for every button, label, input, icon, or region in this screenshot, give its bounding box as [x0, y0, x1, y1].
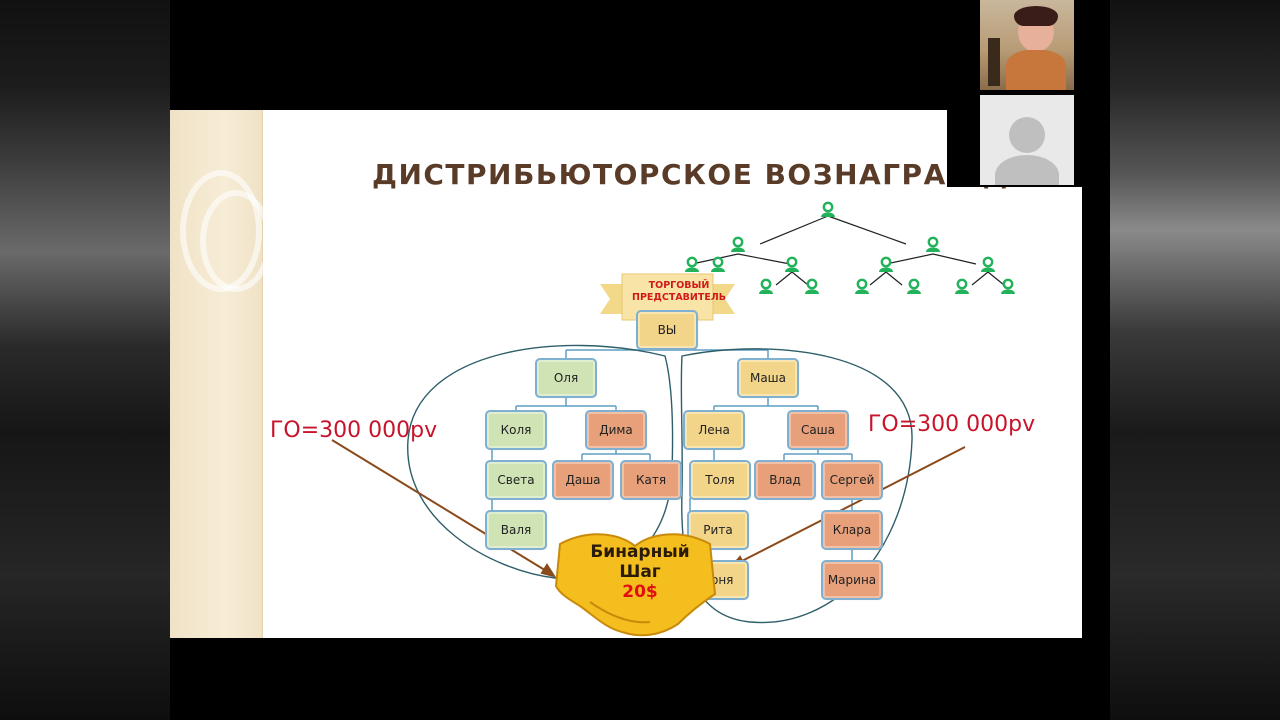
- webcam-thumbnail-speaker[interactable]: [947, 0, 1082, 92]
- background-figure: [988, 38, 1000, 86]
- person-icon: [729, 236, 747, 254]
- person-icon: [757, 278, 775, 296]
- avatar-placeholder-icon: [980, 95, 1074, 185]
- person-icon: [819, 201, 837, 219]
- person-icon: [979, 256, 997, 274]
- org-node: Лена: [683, 410, 745, 450]
- org-node: Толя: [689, 460, 751, 500]
- group-volume-right: ГО=300 000pv: [868, 412, 1036, 437]
- speaker-hair: [1014, 6, 1058, 26]
- speaker-video: [980, 0, 1074, 90]
- person-icon: [924, 236, 942, 254]
- org-node: Валя: [485, 510, 547, 550]
- top-tree-lines: [691, 215, 1005, 286]
- org-node: Клара: [821, 510, 883, 550]
- binary-step-label: Бинарный Шаг 20$: [580, 542, 700, 602]
- org-node: Маша: [737, 358, 799, 398]
- org-node: Света: [485, 460, 547, 500]
- org-node: Марина: [821, 560, 883, 600]
- person-icon: [853, 278, 871, 296]
- org-node: Дима: [585, 410, 647, 450]
- group-volume-left: ГО=300 000pv: [270, 418, 438, 443]
- org-node: Коля: [485, 410, 547, 450]
- org-node-root: ВЫ: [636, 310, 698, 350]
- ribbon-banner-icon: [600, 273, 735, 321]
- paper-swirl-decoration: [200, 190, 272, 292]
- webcam-thumbnail-participant[interactable]: [947, 95, 1082, 187]
- person-icon: [803, 278, 821, 296]
- person-icon: [877, 256, 895, 274]
- binary-amount: 20$: [622, 582, 658, 602]
- banner-label: ТОРГОВЫЙ ПРЕДСТАВИТЕЛЬ: [632, 280, 726, 303]
- org-node: Катя: [620, 460, 682, 500]
- person-icon: [905, 278, 923, 296]
- org-node: Оля: [535, 358, 597, 398]
- speaker-shoulders: [1006, 50, 1066, 90]
- presentation-slide: ДИСТРИБЬЮТОРСКОЕ ВОЗНАГРАЖДЕ: [170, 110, 1082, 638]
- diagram-canvas: [331, 215, 1005, 624]
- org-node: Сергей: [821, 460, 883, 500]
- org-node: Влад: [754, 460, 816, 500]
- person-icon: [953, 278, 971, 296]
- slide-decoration-paper: [170, 110, 272, 638]
- org-node: Саша: [787, 410, 849, 450]
- right-team-outline: [680, 348, 913, 624]
- blurred-background-right: [1110, 0, 1280, 720]
- binary-line2: Шаг: [619, 562, 661, 582]
- person-icon: [783, 256, 801, 274]
- blurred-background-left: [0, 0, 170, 720]
- handshake-icon: [554, 533, 717, 637]
- slide-title: ДИСТРИБЬЮТОРСКОЕ ВОЗНАГРАЖДЕ: [372, 158, 1030, 191]
- binary-line1: Бинарный: [590, 542, 690, 562]
- org-node: Даша: [552, 460, 614, 500]
- person-icon: [999, 278, 1017, 296]
